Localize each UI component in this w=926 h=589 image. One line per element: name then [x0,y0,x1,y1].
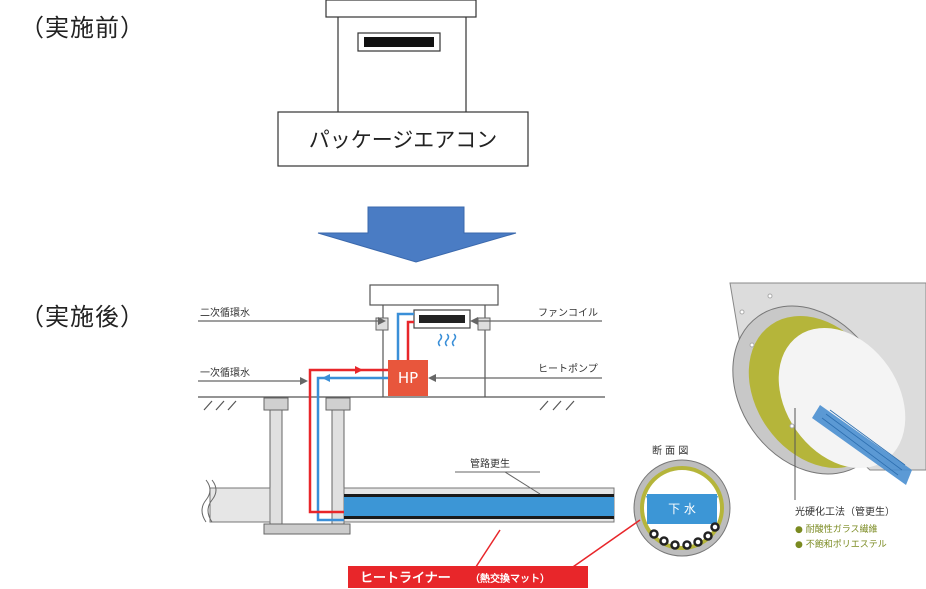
heat-pump-unit [388,360,428,396]
pipe-perspective-illustration: 光硬化工法（管更生） ● 耐酸性ガラス繊維 ● 不飽和ポリエステル [729,282,926,550]
heat-liner-sub-label: （熱交換マット） [470,572,550,585]
material-2-label: ● 不飽和ポリエステル [795,538,887,550]
package-ac-unit: パッケージエアコン [277,0,529,167]
primary-water-label: 一次循環水 [200,366,250,379]
material-1-label: ● 耐酸性ガラス繊維 [795,523,878,535]
heat-recovery-diagram: HP 二次循環水 一次循環水 ファンコイル [198,284,731,588]
cross-section-label: 断 面 図 [652,444,688,457]
before-label: （実施前） [20,14,145,42]
photo-cure-label: 光硬化工法（管更生） [795,505,895,518]
heat-liner-banner [348,566,588,588]
heat-liner-label: ヒートライナー [360,571,451,586]
after-label: （実施後） [20,303,145,331]
fan-coil-label: ファンコイル [538,308,598,319]
down-arrow-icon [317,206,517,263]
sewage-label: 下 水 [668,502,696,516]
secondary-water-label: 二次循環水 [200,306,250,319]
pipe-renewal-label: 管路更生 [470,457,510,470]
ac-label-box [277,111,529,167]
ac-label: パッケージエアコン [309,128,498,152]
heat-pump-label: ヒートポンプ [538,363,598,375]
liner-tubes [649,522,720,550]
hp-label: HP [398,369,418,387]
airflow-icon [437,333,457,347]
